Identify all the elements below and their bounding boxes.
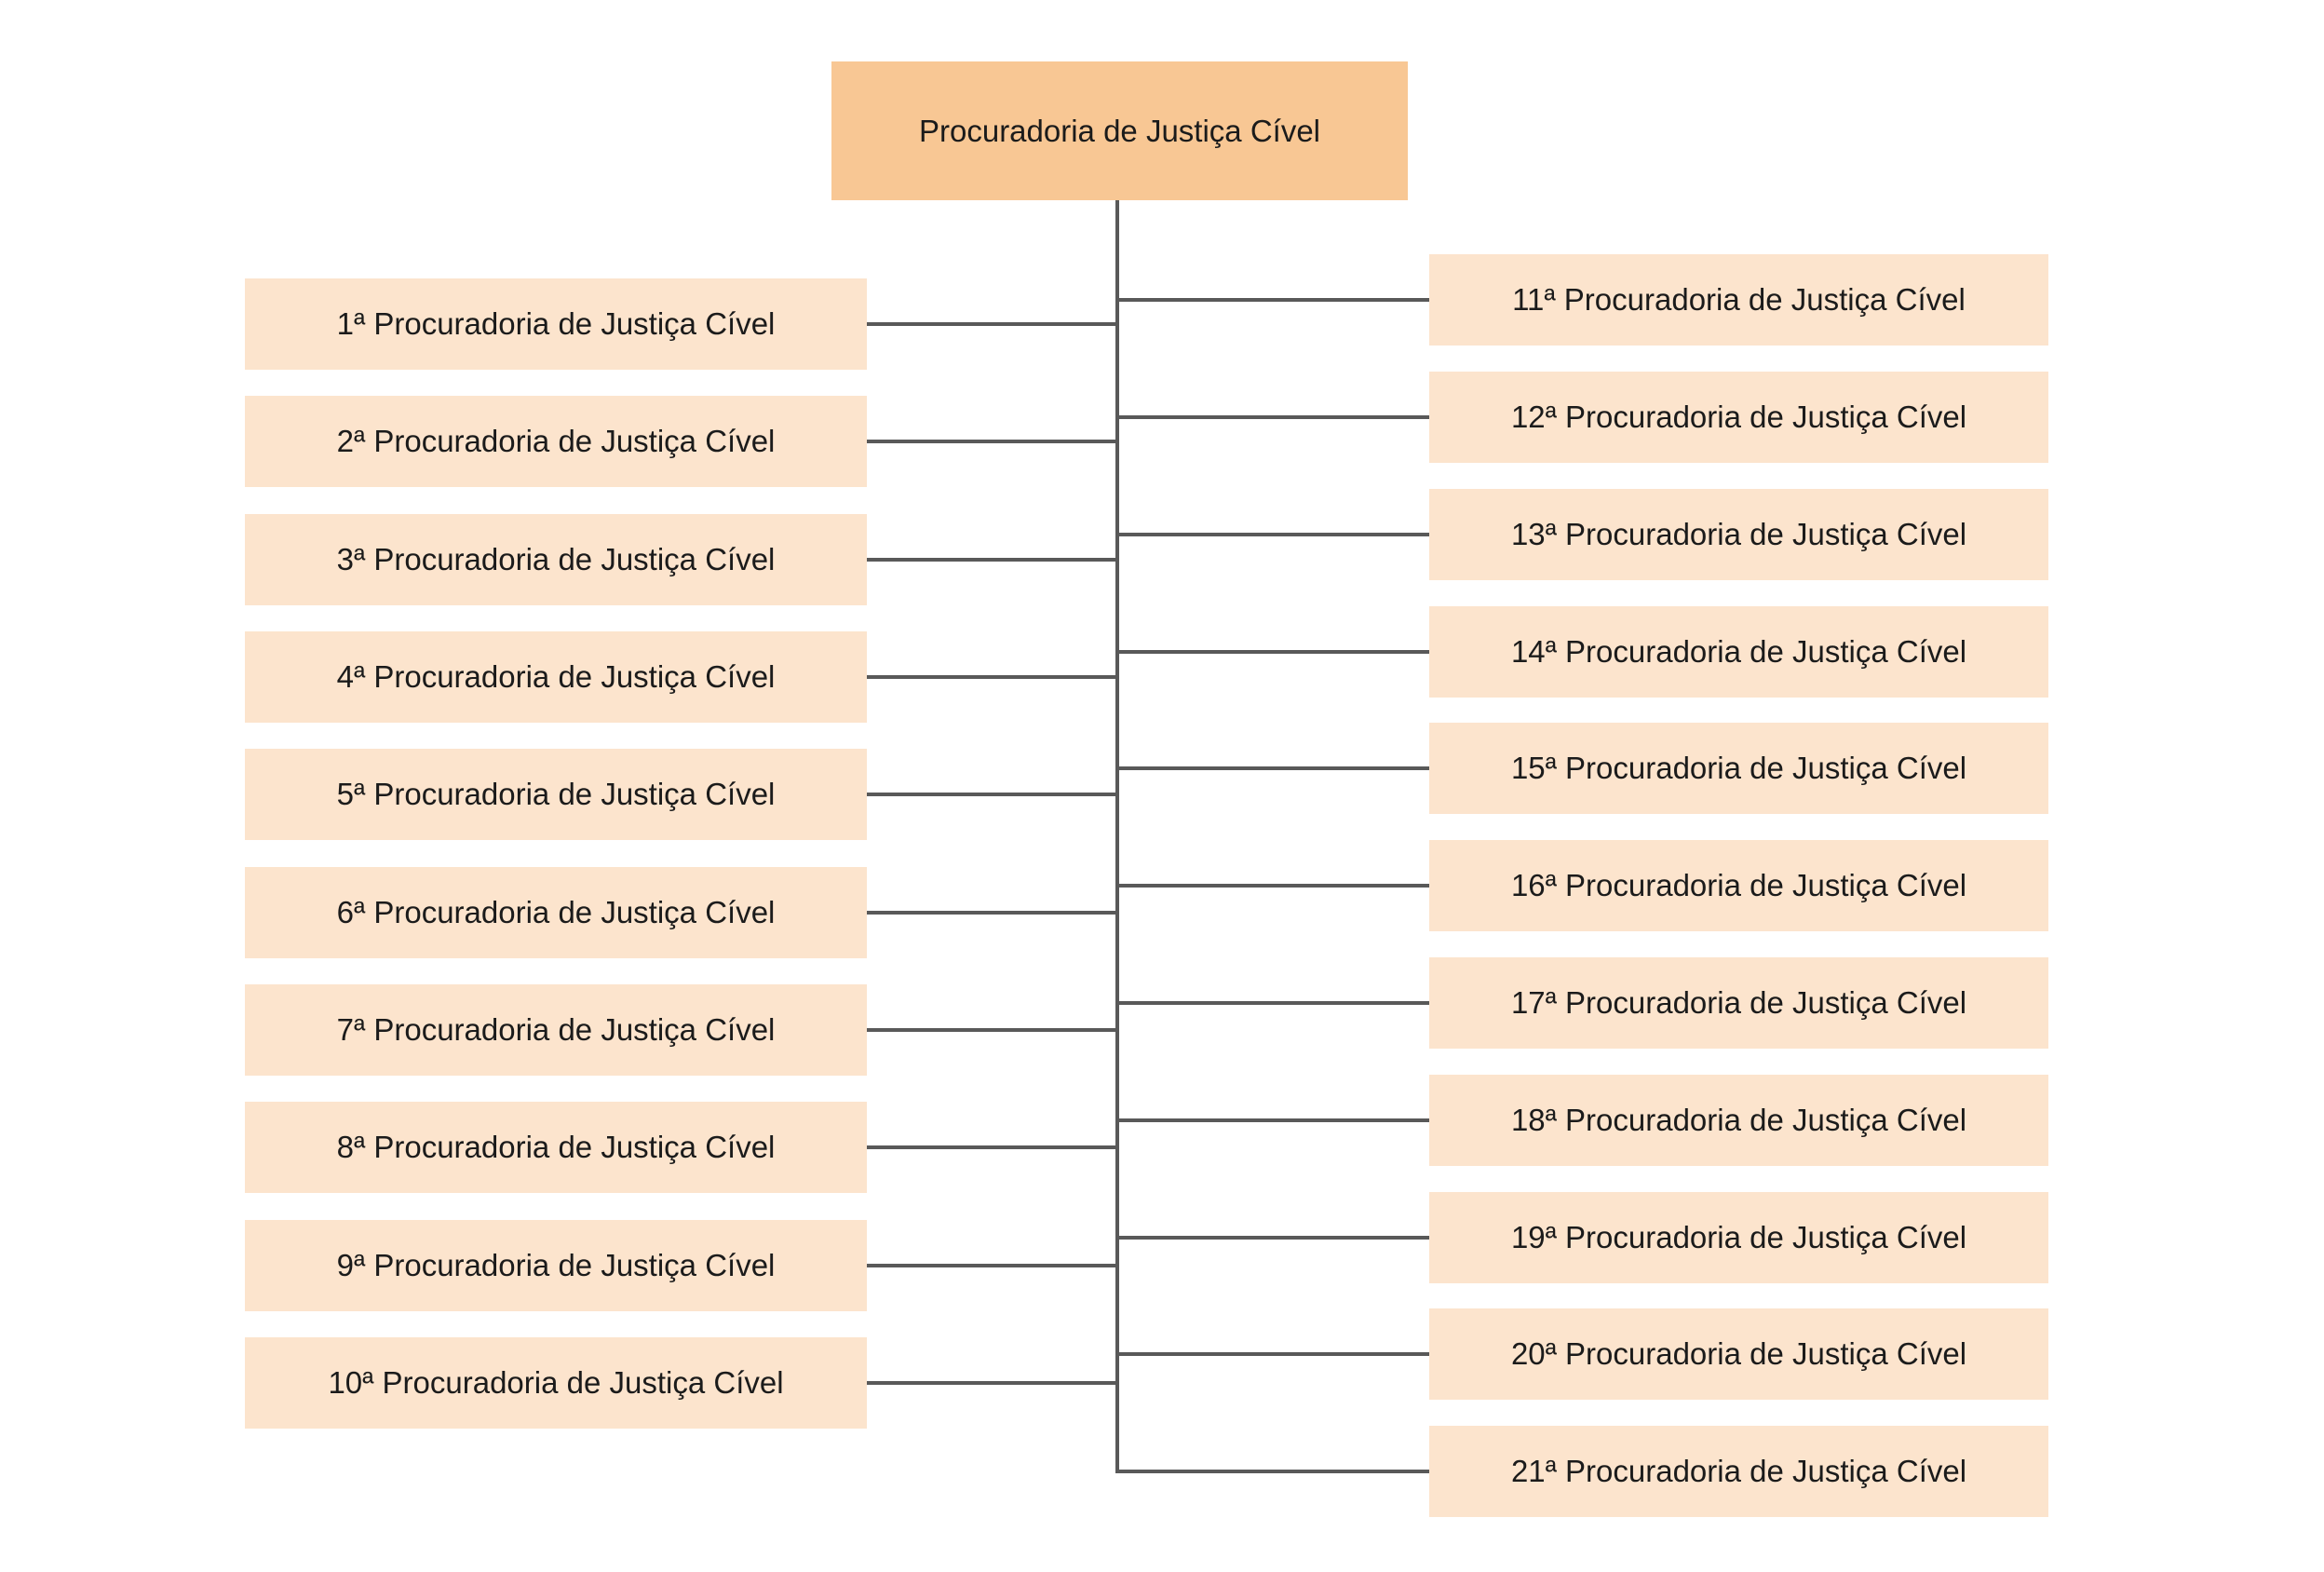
branch-node-9: 9ª Procuradoria de Justiça Cível xyxy=(245,1220,867,1311)
connector-branch-1 xyxy=(867,322,1119,326)
branch-node-18: 18ª Procuradoria de Justiça Cível xyxy=(1429,1075,2048,1166)
connector-branch-10 xyxy=(867,1381,1119,1385)
branch-node-12: 12ª Procuradoria de Justiça Cível xyxy=(1429,372,2048,463)
branch-node-13: 13ª Procuradoria de Justiça Cível xyxy=(1429,489,2048,580)
branch-node-15: 15ª Procuradoria de Justiça Cível xyxy=(1429,723,2048,814)
branch-node-6: 6ª Procuradoria de Justiça Cível xyxy=(245,867,867,958)
connector-branch-8 xyxy=(867,1145,1119,1149)
branch-node-10: 10ª Procuradoria de Justiça Cível xyxy=(245,1337,867,1429)
connector-branch-11 xyxy=(1115,298,1429,302)
connector-branch-13 xyxy=(1115,533,1429,536)
connector-branch-16 xyxy=(1115,884,1429,888)
branch-node-16: 16ª Procuradoria de Justiça Cível xyxy=(1429,840,2048,931)
connector-branch-18 xyxy=(1115,1118,1429,1122)
branch-node-1: 1ª Procuradoria de Justiça Cível xyxy=(245,278,867,370)
branch-node-8: 8ª Procuradoria de Justiça Cível xyxy=(245,1102,867,1193)
connector-branch-19 xyxy=(1115,1236,1429,1240)
branch-node-11: 11ª Procuradoria de Justiça Cível xyxy=(1429,254,2048,346)
connector-branch-7 xyxy=(867,1028,1119,1032)
connector-branch-20 xyxy=(1115,1352,1429,1356)
connector-branch-17 xyxy=(1115,1001,1429,1005)
branch-node-17: 17ª Procuradoria de Justiça Cível xyxy=(1429,957,2048,1049)
connector-branch-12 xyxy=(1115,415,1429,419)
connector-branch-21 xyxy=(1115,1470,1429,1473)
branch-node-5: 5ª Procuradoria de Justiça Cível xyxy=(245,749,867,840)
connector-branch-6 xyxy=(867,911,1119,915)
branch-node-2: 2ª Procuradoria de Justiça Cível xyxy=(245,396,867,487)
branch-node-4: 4ª Procuradoria de Justiça Cível xyxy=(245,631,867,723)
branch-node-7: 7ª Procuradoria de Justiça Cível xyxy=(245,984,867,1076)
branch-node-19: 19ª Procuradoria de Justiça Cível xyxy=(1429,1192,2048,1283)
connector-branch-9 xyxy=(867,1264,1119,1267)
connector-branch-4 xyxy=(867,675,1119,679)
trunk-connector-line xyxy=(1115,200,1119,1473)
connector-branch-15 xyxy=(1115,766,1429,770)
connector-branch-5 xyxy=(867,793,1119,796)
root-node: Procuradoria de Justiça Cível xyxy=(831,61,1408,200)
branch-node-20: 20ª Procuradoria de Justiça Cível xyxy=(1429,1308,2048,1400)
branch-node-3: 3ª Procuradoria de Justiça Cível xyxy=(245,514,867,605)
branch-node-21: 21ª Procuradoria de Justiça Cível xyxy=(1429,1426,2048,1517)
connector-branch-3 xyxy=(867,558,1119,562)
connector-branch-2 xyxy=(867,440,1119,443)
connector-branch-14 xyxy=(1115,650,1429,654)
branch-node-14: 14ª Procuradoria de Justiça Cível xyxy=(1429,606,2048,698)
